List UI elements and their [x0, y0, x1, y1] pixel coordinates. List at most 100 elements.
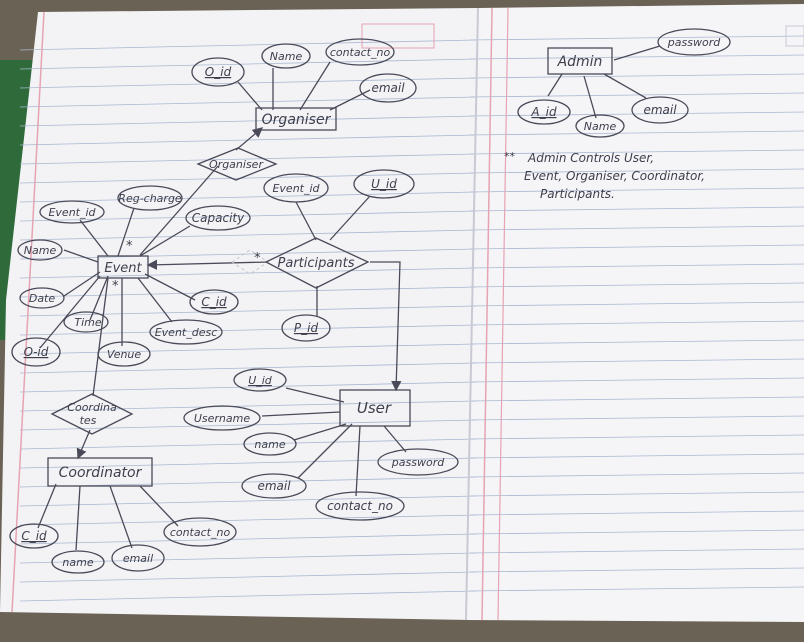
rule-line — [469, 301, 804, 307]
connector-lines — [37, 45, 661, 551]
attr-admin-email: email — [643, 103, 677, 117]
attr-coordinator-email: email — [123, 552, 153, 565]
page-corner-box — [785, 25, 804, 47]
rule-line — [19, 286, 477, 298]
attr-coordinator-c-id: C_id — [21, 529, 47, 543]
rule-line — [19, 571, 477, 583]
rule-line — [469, 396, 804, 402]
admin-note: ** Admin Controls User, Event, Organiser… — [504, 150, 705, 201]
attr-organiser-email: email — [371, 81, 405, 95]
rule-line — [19, 533, 477, 545]
attr-admin-name: Name — [584, 120, 617, 133]
attr-participants-p-id: P_id — [294, 321, 319, 335]
relationship-coordinates-line1: Coordina — [67, 401, 117, 414]
attr-organiser-o-id: O_id — [205, 65, 232, 79]
admin-attributes: password A_id Name email — [517, 28, 731, 138]
attr-user-name: name — [254, 438, 285, 451]
star-mark-1: * — [126, 239, 133, 254]
event-attributes: Event_id Reg-charge Capacity Name Date T… — [11, 185, 251, 367]
relationship-participants-label: Participants — [278, 256, 355, 271]
rule-line — [19, 153, 477, 165]
attr-event-event-id: Event_id — [48, 206, 96, 219]
rule-line — [19, 172, 477, 184]
attr-admin-password: password — [667, 36, 721, 49]
rule-line — [469, 149, 804, 155]
rule-line — [469, 339, 804, 345]
coordinator-attributes: C_id name email contact_no — [9, 517, 237, 574]
relationship-coordinates: Coordina tes — [50, 393, 134, 435]
rule-line — [19, 438, 477, 450]
rule-line — [469, 472, 804, 478]
attr-participants-event-id: Event_id — [272, 182, 320, 195]
rule-line — [19, 229, 477, 241]
attr-user-u-id: U_id — [248, 374, 273, 387]
attr-event-name: Name — [24, 244, 57, 257]
rule-line — [469, 263, 804, 269]
erased-diamond — [231, 249, 269, 275]
left-margin-line — [11, 11, 45, 613]
entity-user-label: User — [357, 399, 392, 417]
participants-attributes: Event_id U_id P_id — [263, 169, 415, 342]
entity-organiser: Organiser — [255, 107, 337, 131]
rule-line — [469, 434, 804, 440]
rule-line — [469, 111, 804, 117]
rule-line — [469, 358, 804, 364]
rule-line — [469, 529, 804, 535]
rule-line — [19, 96, 477, 108]
attr-coordinator-name: name — [62, 556, 93, 569]
rule-line — [469, 320, 804, 326]
rule-line — [469, 225, 804, 231]
rule-line — [469, 92, 804, 98]
note-marker: ** — [504, 150, 516, 163]
rule-line — [19, 58, 477, 70]
rule-line — [469, 168, 804, 174]
attr-organiser-name: Name — [270, 50, 303, 63]
ruled-lines — [19, 35, 804, 602]
attr-user-username: Username — [194, 412, 251, 425]
relationship-organiser: Organiser — [196, 147, 278, 181]
note-line-3: Participants. — [540, 187, 615, 201]
rule-line — [469, 415, 804, 421]
rule-line — [469, 586, 804, 592]
attr-event-reg-charge: Reg-charge — [118, 192, 182, 205]
attr-event-c-id: C_id — [201, 295, 227, 309]
note-line-1: Admin Controls User, — [527, 151, 654, 165]
attr-event-time: Time — [74, 316, 101, 329]
rule-line — [19, 552, 477, 564]
rule-line — [469, 54, 804, 60]
attr-event-capacity: Capacity — [192, 211, 245, 225]
attr-organiser-contact-no: contact_no — [330, 46, 391, 59]
rule-line — [19, 495, 477, 507]
rule-line — [469, 510, 804, 516]
rule-line — [469, 35, 804, 41]
attr-event-event-desc: Event_desc — [155, 326, 218, 339]
rule-line — [469, 206, 804, 212]
entity-coordinator-label: Coordinator — [59, 465, 143, 481]
attr-event-o-id: O-id — [24, 345, 49, 359]
rule-line — [19, 115, 477, 127]
rule-line — [19, 514, 477, 526]
rule-line — [19, 476, 477, 488]
rule-line — [19, 419, 477, 431]
user-attributes: U_id Username name email contact_no pass… — [183, 368, 459, 521]
entity-admin: Admin — [547, 47, 613, 75]
attr-participants-u-id: U_id — [371, 177, 397, 191]
rule-line — [19, 305, 477, 317]
attr-user-email: email — [257, 479, 291, 493]
rule-line — [469, 548, 804, 554]
entity-organiser-label: Organiser — [262, 112, 332, 128]
entity-user: User — [339, 389, 411, 427]
rule-line — [469, 130, 804, 136]
rule-line — [469, 282, 804, 288]
attr-coordinator-contact-no: contact_no — [170, 526, 231, 539]
page-fold — [465, 7, 479, 621]
entity-event: Event — [97, 255, 149, 279]
rule-line — [19, 248, 477, 260]
rule-line — [469, 453, 804, 459]
attr-event-venue: Venue — [107, 348, 142, 361]
star-mark-3: * — [112, 279, 119, 294]
relationship-organiser-label: Organiser — [209, 158, 264, 171]
rule-line — [19, 343, 477, 355]
